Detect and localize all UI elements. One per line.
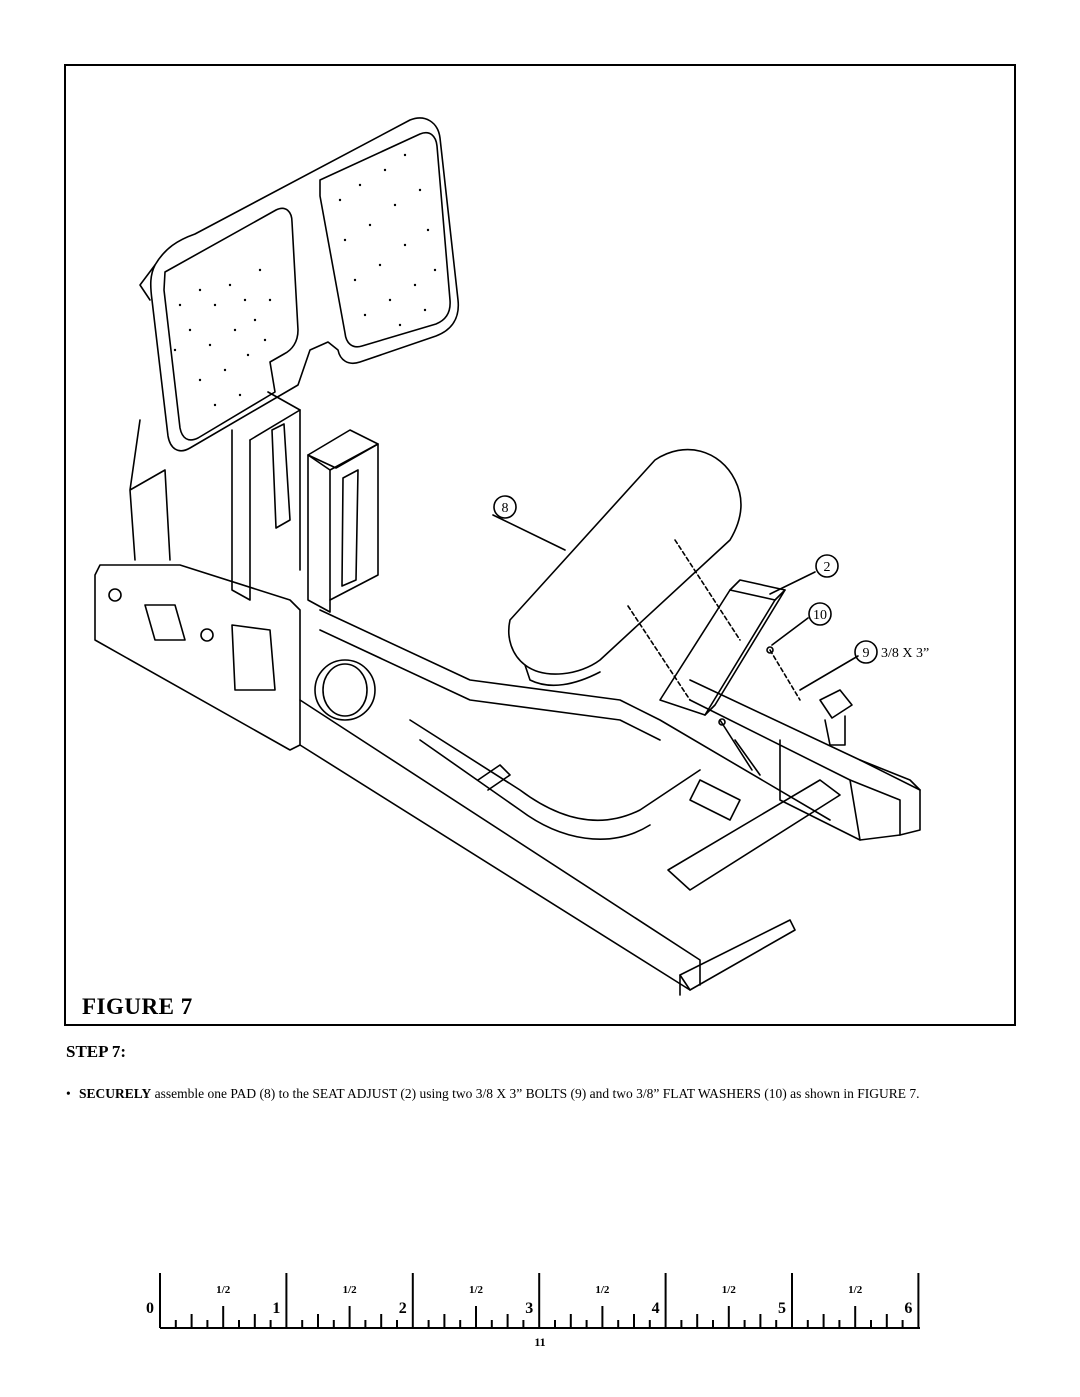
foot-plate xyxy=(139,117,460,452)
callout-circles xyxy=(493,495,878,664)
frame-rails xyxy=(299,609,841,996)
ruler-inch-label: 3 xyxy=(525,1300,533,1317)
ruler-half-label: 1/2 xyxy=(216,1284,231,1296)
bolts xyxy=(627,539,801,776)
grip-texture xyxy=(173,153,437,407)
callout-washer-number: 10 xyxy=(813,608,827,623)
ruler-inch-label: 4 xyxy=(652,1300,660,1317)
seat-adjust-bracket xyxy=(659,579,921,841)
ruler-inch-label: 1 xyxy=(272,1300,280,1317)
ruler-half-label: 1/2 xyxy=(848,1284,863,1296)
ruler-inch-label: 5 xyxy=(778,1300,786,1317)
uprights xyxy=(129,391,379,613)
ruler-inch-label: 2 xyxy=(399,1300,407,1317)
instruction-text: SECURELY assemble one PAD (8) to the SEA… xyxy=(79,1084,1006,1103)
callout-leaders xyxy=(492,514,859,691)
ruler-half-label: 1/2 xyxy=(469,1284,484,1296)
callout-pad-number: 8 xyxy=(502,501,509,516)
figure-label: FIGURE 7 xyxy=(82,994,193,1019)
page-number: 11 xyxy=(534,1335,546,1349)
ruler-ticks xyxy=(159,1273,920,1328)
ruler-labels: 0 1/2 1 1/2 2 1/2 3 1/2 4 1/2 5 1/2 6 xyxy=(146,1284,912,1317)
figure-frame xyxy=(64,64,1016,1026)
bullet: • xyxy=(66,1086,71,1101)
ruler-inch-label: 6 xyxy=(904,1300,912,1317)
callout-bolt-size: 3/8 X 3” xyxy=(881,646,929,661)
callout-seat-adjust-number: 2 xyxy=(824,560,831,575)
instruction-emphasis: SECURELY xyxy=(79,1086,152,1101)
side-panel xyxy=(94,564,301,751)
callout-bolt-number: 9 xyxy=(863,646,870,661)
ruler-half-label: 1/2 xyxy=(722,1284,737,1296)
ruler-inch-label: 0 xyxy=(146,1300,154,1317)
step-heading: STEP 7: xyxy=(66,1042,126,1061)
seat-pad xyxy=(508,448,742,687)
ruler-half-label: 1/2 xyxy=(595,1284,610,1296)
ruler-half-label: 1/2 xyxy=(343,1284,358,1296)
instruction-body: assemble one PAD (8) to the SEAT ADJUST … xyxy=(151,1086,920,1101)
step-instruction: • SECURELY assemble one PAD (8) to the S… xyxy=(66,1084,1006,1103)
